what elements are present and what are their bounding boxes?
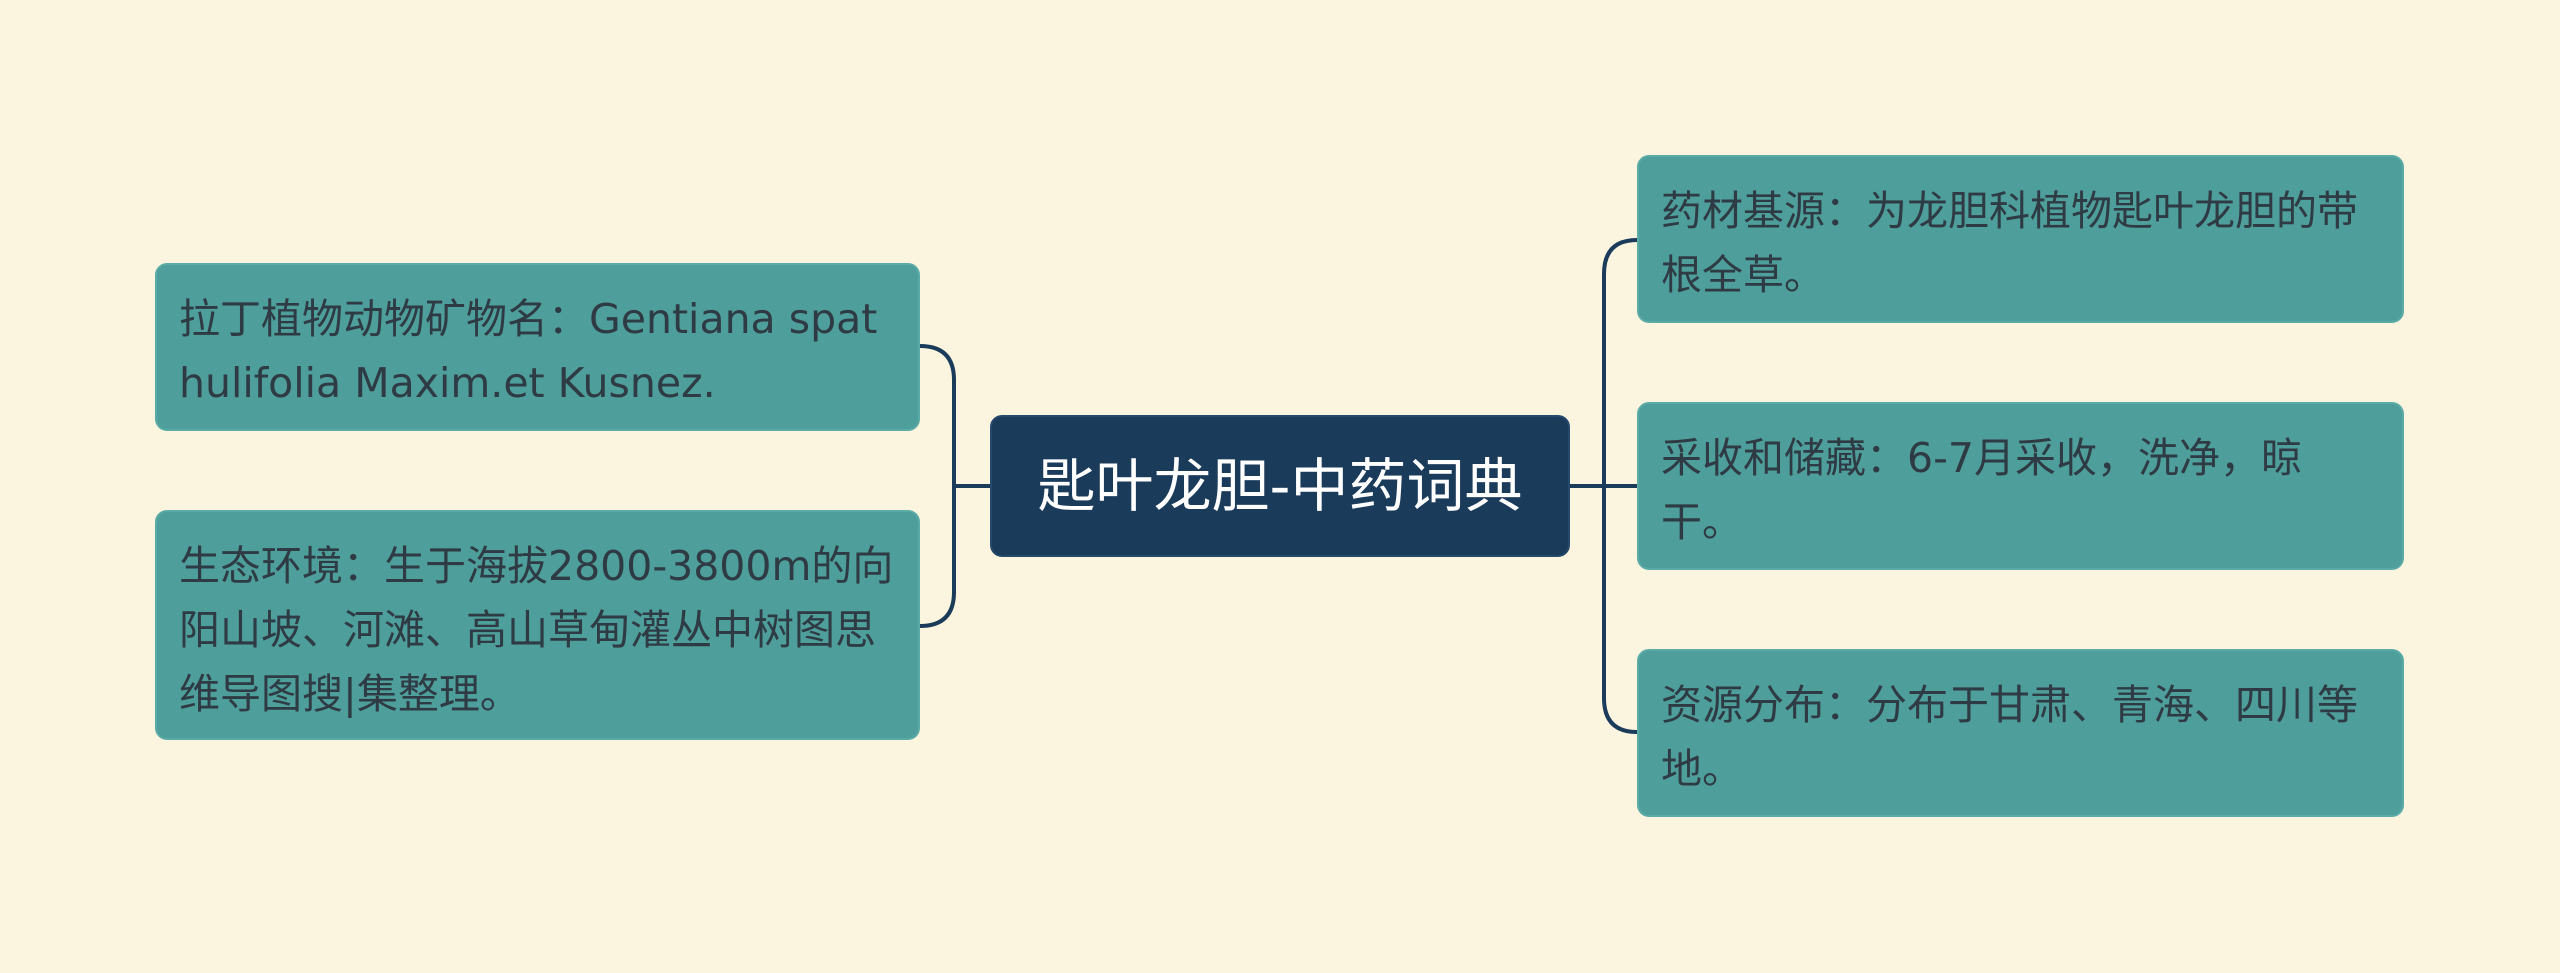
topic-distribution-text: 资源分布：分布于甘肃、青海、四川等地。 (1661, 681, 2358, 793)
topic-source-text: 药材基源：为龙胆科植物匙叶龙胆的带根全草。 (1661, 187, 2358, 299)
central-topic-label: 匙叶龙胆-中药词典 (1037, 452, 1523, 520)
topic-ecology-text: 生态环境：生于海拔2800-3800m的向阳山坡、河滩、高山草甸灌丛中树图思维导… (179, 542, 894, 718)
topic-ecology[interactable]: 生态环境：生于海拔2800-3800m的向阳山坡、河滩、高山草甸灌丛中树图思维导… (155, 510, 920, 740)
topic-source[interactable]: 药材基源：为龙胆科植物匙叶龙胆的带根全草。 (1637, 155, 2404, 323)
topic-distribution[interactable]: 资源分布：分布于甘肃、青海、四川等地。 (1637, 649, 2404, 817)
connector-right-bracket (1602, 238, 1639, 734)
topic-harvest-storage-text: 采收和储藏：6-7月采收，洗净，晾干。 (1661, 434, 2302, 546)
central-topic[interactable]: 匙叶龙胆-中药词典 (990, 415, 1570, 557)
connector-left-bracket (918, 344, 956, 628)
topic-latin-name-text: 拉丁植物动物矿物名：Gentiana spathulifolia Maxim.e… (179, 295, 878, 407)
topic-harvest-storage[interactable]: 采收和储藏：6-7月采收，洗净，晾干。 (1637, 402, 2404, 570)
topic-latin-name[interactable]: 拉丁植物动物矿物名：Gentiana spathulifolia Maxim.e… (155, 263, 920, 431)
